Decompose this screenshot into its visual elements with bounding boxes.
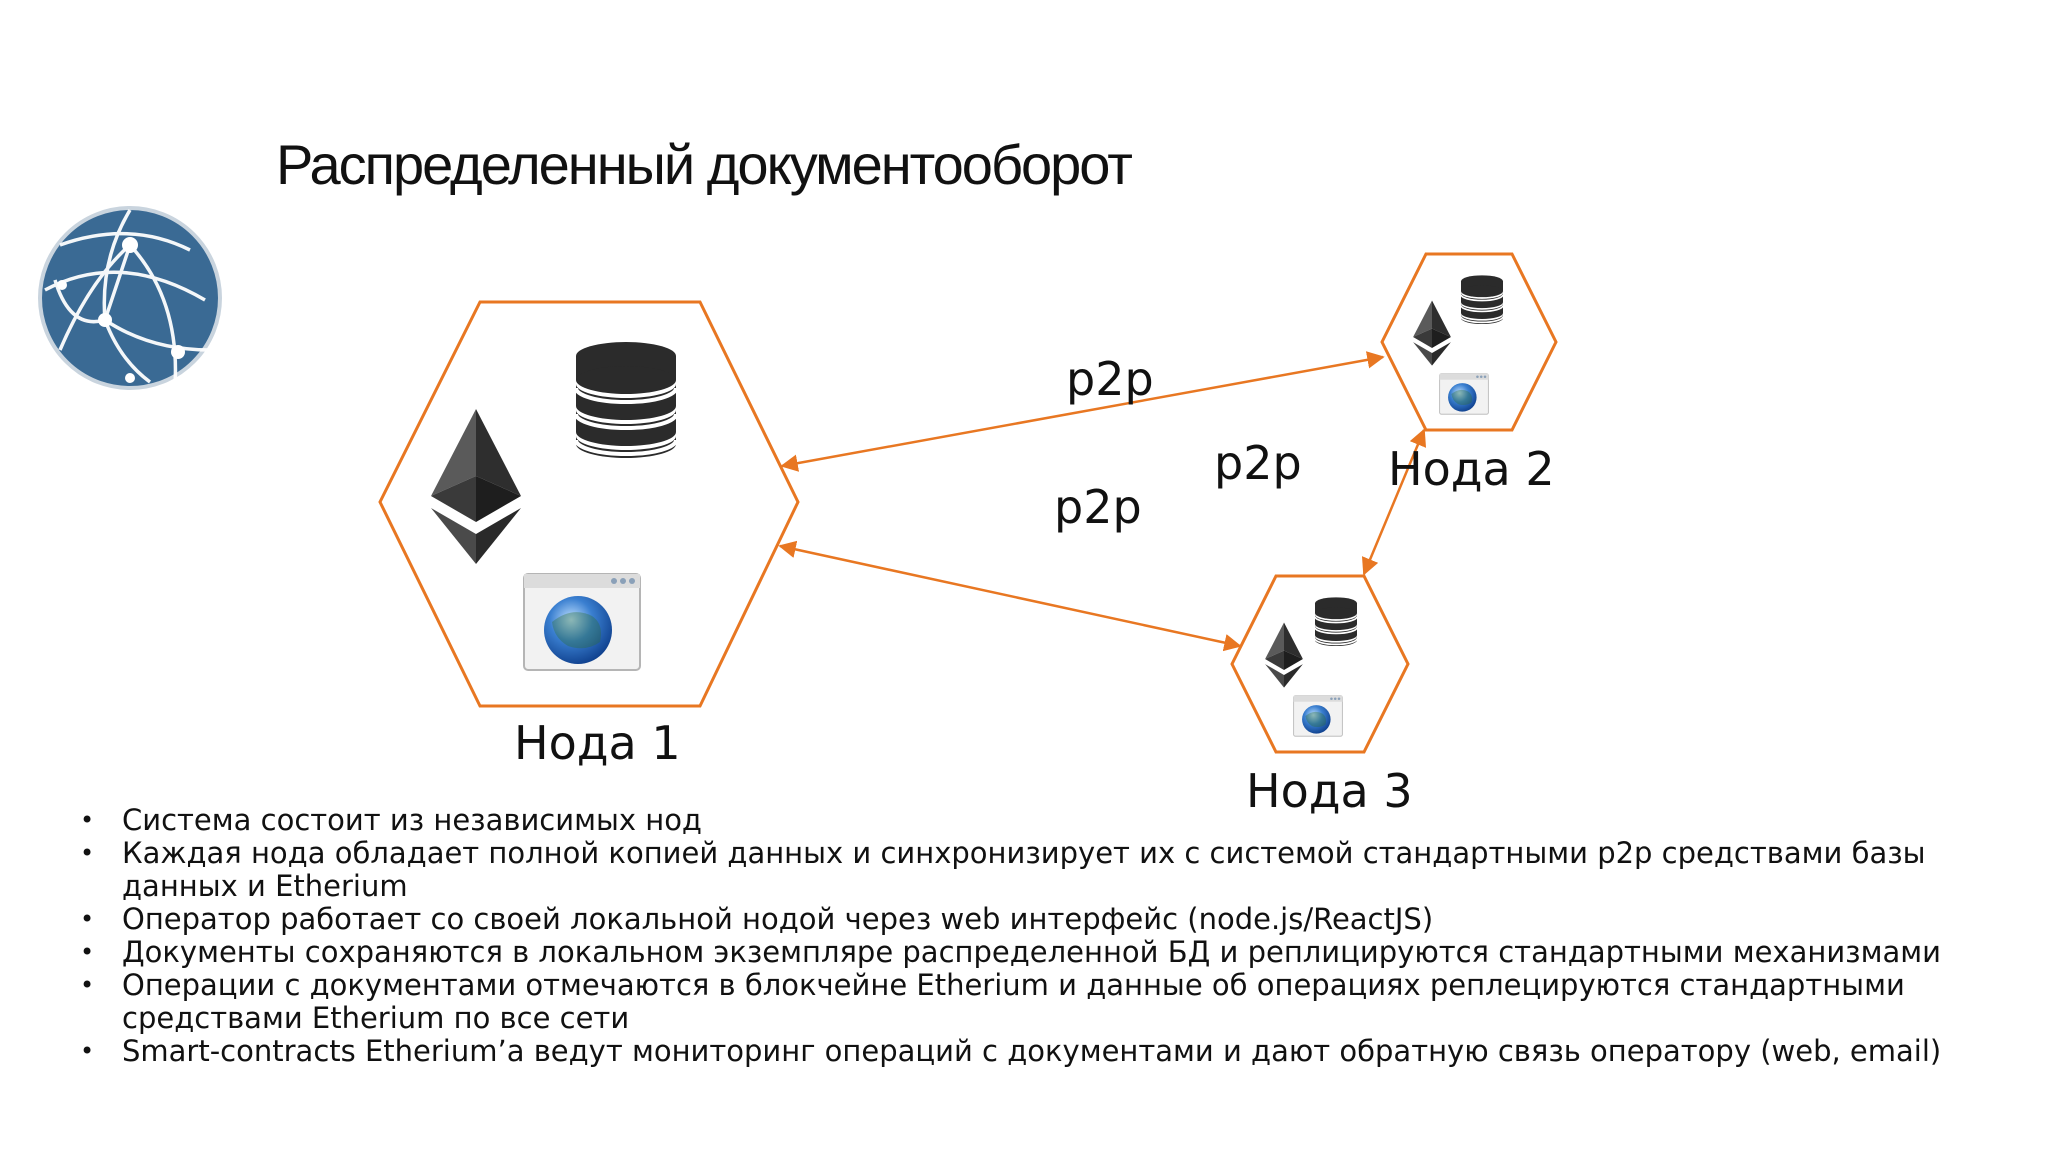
browser-globe-icon [1439, 373, 1489, 415]
database-icon [574, 340, 678, 460]
browser-globe-icon [523, 573, 641, 671]
slide-title: Распределенный документооборот [276, 133, 1133, 196]
bullet-item: Каждая нода обладает полной копией данны… [80, 837, 2020, 903]
browser-globe-icon [1293, 695, 1343, 737]
edge-node1-node2 [780, 351, 1385, 472]
bullet-list: Система состоит из независимых нод Кажда… [80, 804, 2020, 1069]
node-1-hexagon [378, 300, 800, 708]
database-icon [1314, 596, 1358, 647]
bullet-item: Система состоит из независимых нод [80, 804, 2020, 838]
edge-label-node1-node3: p2p [1054, 480, 1142, 534]
edge-label-node2-node3: p2p [1214, 436, 1302, 490]
bullet-item: Документы сохраняются в локальном экземп… [80, 936, 2020, 970]
node-1-label: Нода 1 [514, 716, 681, 770]
node-3-hexagon [1230, 574, 1410, 754]
edge-node1-node3 [778, 540, 1242, 652]
edge-node2-node3 [1361, 428, 1427, 576]
bullet-item: Оператор работает со своей локальной нод… [80, 903, 2020, 937]
network-globe-icon [38, 206, 222, 390]
bullet-item: Smart-contracts Etherium’а ведут монитор… [80, 1035, 2020, 1069]
bullet-item: Операции с документами отмечаются в блок… [80, 969, 2020, 1035]
edge-label-node1-node2: p2p [1066, 352, 1154, 406]
database-icon [1460, 274, 1504, 325]
node-2-label: Нода 2 [1388, 442, 1555, 496]
node-2-hexagon [1380, 252, 1558, 432]
